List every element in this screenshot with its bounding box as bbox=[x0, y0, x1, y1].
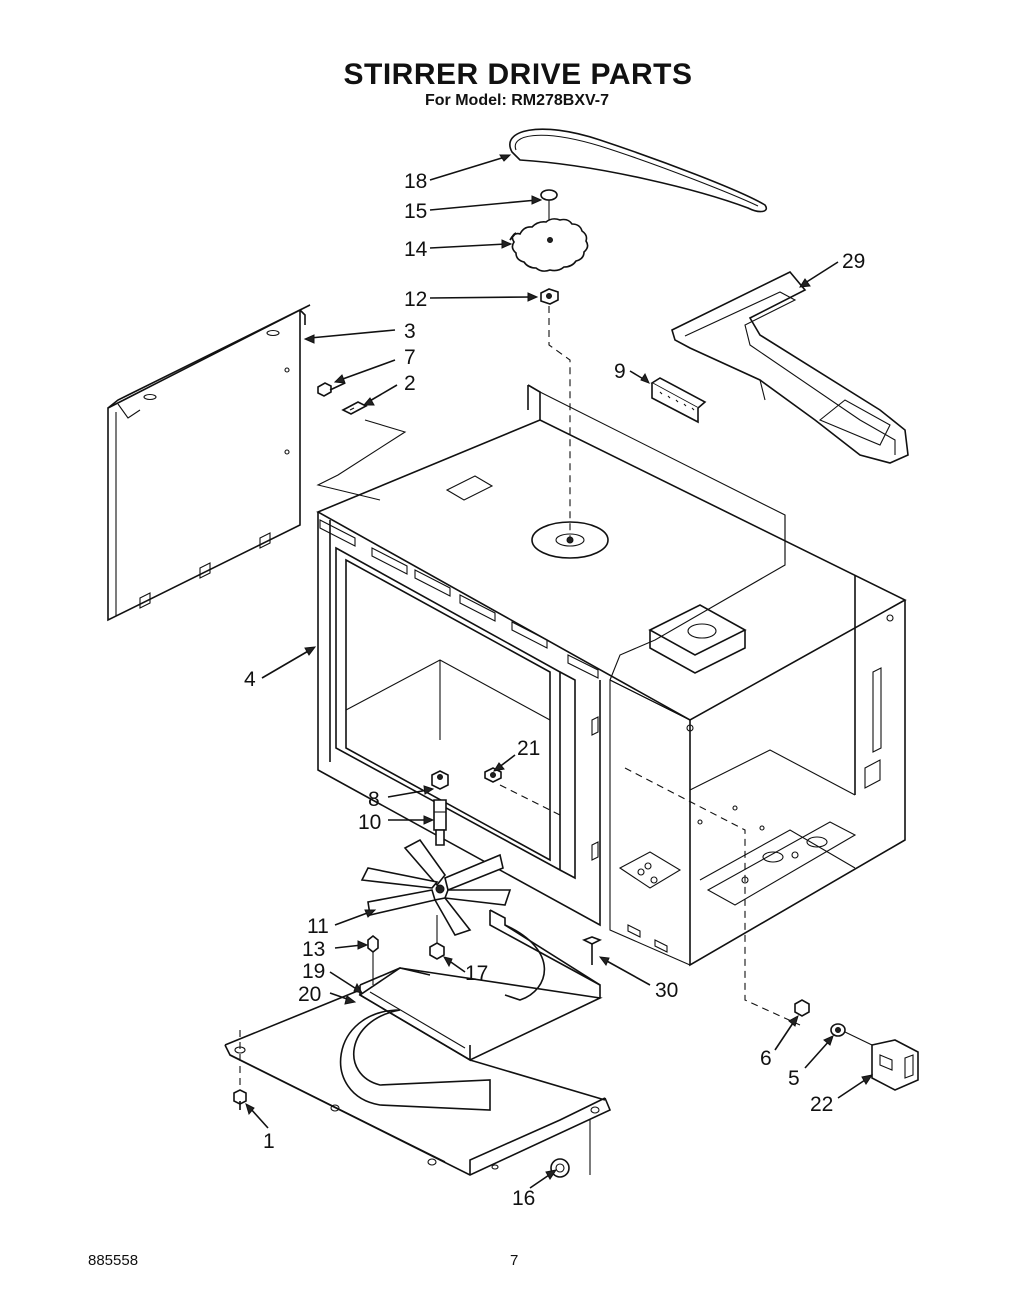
callout-9: 9 bbox=[614, 360, 626, 383]
cover-outline-dash bbox=[316, 419, 407, 501]
part-roller-16 bbox=[550, 1120, 591, 1178]
part-nut-17 bbox=[429, 915, 445, 960]
part-stirrer-pulley bbox=[509, 218, 589, 272]
callout-1: 1 bbox=[263, 1130, 275, 1153]
part-grommet bbox=[484, 767, 561, 816]
callout-30: 30 bbox=[655, 979, 678, 1002]
part-gasket bbox=[650, 377, 707, 424]
callout-16: 16 bbox=[512, 1187, 535, 1210]
callout-19: 19 bbox=[302, 960, 325, 983]
part-air-duct bbox=[671, 271, 909, 464]
part-stirrer-blade bbox=[360, 838, 512, 936]
part-washer-5 bbox=[830, 1023, 873, 1046]
part-nut bbox=[540, 288, 571, 540]
part-side-panel bbox=[107, 304, 311, 622]
callout-17: 17 bbox=[465, 962, 488, 985]
part-screw-1 bbox=[233, 1089, 247, 1110]
callout-5: 5 bbox=[788, 1067, 800, 1090]
callout-leaders bbox=[245, 154, 874, 1189]
document-code: 885558 bbox=[88, 1252, 139, 1269]
callout-20: 20 bbox=[298, 983, 321, 1006]
part-nut-6 bbox=[794, 999, 810, 1017]
part-bracket-2 bbox=[341, 401, 368, 415]
model-subtitle: For Model: RM278BXV-7 bbox=[425, 92, 610, 109]
callout-2: 2 bbox=[404, 372, 416, 395]
terminal-leader-dash bbox=[624, 767, 801, 1026]
callout-18: 18 bbox=[404, 170, 427, 193]
callout-13: 13 bbox=[302, 938, 325, 961]
callout-22: 22 bbox=[810, 1093, 833, 1116]
part-bottom-plate bbox=[224, 989, 612, 1176]
callout-7: 7 bbox=[404, 346, 416, 369]
part-screw-7 bbox=[317, 382, 346, 397]
callout-21: 21 bbox=[517, 737, 540, 760]
part-stirrer-cover bbox=[339, 909, 603, 1111]
part-screw-30 bbox=[582, 936, 602, 965]
part-clip bbox=[540, 189, 558, 225]
callout-11: 11 bbox=[307, 915, 329, 938]
callout-10: 10 bbox=[358, 811, 381, 834]
callout-12: 12 bbox=[404, 288, 427, 311]
callout-3: 3 bbox=[404, 320, 416, 343]
page-number: 7 bbox=[510, 1252, 519, 1269]
callout-8: 8 bbox=[368, 788, 380, 811]
part-cabinet bbox=[316, 384, 907, 967]
callout-29: 29 bbox=[842, 250, 865, 273]
callout-15: 15 bbox=[404, 200, 427, 223]
part-terminal-block-22 bbox=[871, 1039, 919, 1091]
callout-14: 14 bbox=[404, 238, 428, 261]
callout-4: 4 bbox=[244, 668, 256, 691]
callout-6: 6 bbox=[760, 1047, 772, 1070]
part-belt bbox=[509, 128, 767, 213]
page-title: STIRRER DRIVE PARTS bbox=[343, 58, 693, 91]
